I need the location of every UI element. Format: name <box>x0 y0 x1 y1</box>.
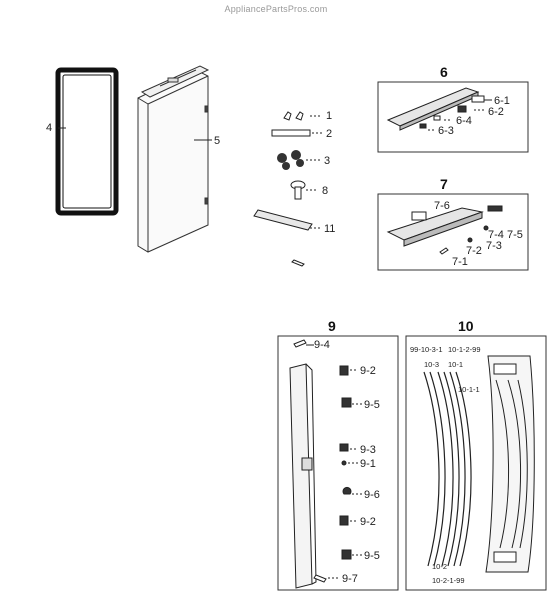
label-10-2-1-99: 10-2-1-99 <box>432 576 465 585</box>
part-3-caps <box>277 150 304 170</box>
label-7-6: 7-6 <box>434 200 450 212</box>
box-7-frame <box>377 193 529 271</box>
label-9-1: 9-1 <box>360 458 376 470</box>
label-9-2-top: 9-2 <box>360 365 376 377</box>
label-9-3: 9-3 <box>360 444 376 456</box>
part-11-bar <box>253 209 313 231</box>
watermark: AppliancePartsPros.com <box>224 4 328 14</box>
box-9-small-parts <box>313 365 352 583</box>
label-10-1: 10-1 <box>448 360 464 369</box>
label-7-4: 7-4 <box>488 229 504 241</box>
label-7-1: 7-1 <box>452 256 468 268</box>
box-6-title: 6 <box>440 64 448 80</box>
box-9-frame <box>277 335 399 591</box>
label-6-4: 6-4 <box>456 115 472 127</box>
door-gasket <box>55 67 119 216</box>
box-9-rail <box>289 363 317 589</box>
label-9-6: 9-6 <box>364 489 380 501</box>
label-10-1-1: 10-1-1 <box>458 385 480 394</box>
label-6-2: 6-2 <box>488 106 504 118</box>
part-1-clips <box>283 111 304 121</box>
label-10-3: 10-3 <box>424 360 440 369</box>
label-7-5: 7-5 <box>507 229 523 241</box>
label-9-5-bottom: 9-5 <box>364 550 380 562</box>
box-6-part <box>386 87 485 131</box>
callout-1: 1 <box>326 110 333 122</box>
callout-8: 8 <box>322 185 329 197</box>
callout-11: 11 <box>324 223 336 235</box>
label-10-1-2-99: 10-1-2-99 <box>448 345 481 354</box>
part-8-screw <box>290 180 306 200</box>
callout-4: 4 <box>46 122 53 134</box>
part-9-4 <box>293 339 307 348</box>
box-9-title: 9 <box>328 318 336 334</box>
label-10-2: 10-2 <box>432 562 448 571</box>
label-6-1: 6-1 <box>494 95 510 107</box>
box-10-frame <box>405 335 547 591</box>
callout-2: 2 <box>326 128 333 140</box>
small-pin <box>291 259 305 267</box>
box-7-title: 7 <box>440 176 448 192</box>
box-7-part <box>386 205 503 255</box>
label-9-7: 9-7 <box>342 573 358 585</box>
label-9-4: 9-4 <box>314 339 330 351</box>
label-99-10-3-1: 99-10-3-1 <box>410 345 443 354</box>
label-9-5-top: 9-5 <box>364 399 380 411</box>
box-10-assembly <box>485 355 535 573</box>
label-7-3: 7-3 <box>486 240 502 252</box>
label-9-2-bottom: 9-2 <box>360 516 376 528</box>
part-2-strip <box>271 129 311 137</box>
callout-5: 5 <box>214 135 221 147</box>
door-panel <box>137 65 210 253</box>
box-10-title: 10 <box>458 318 474 334</box>
box-10-inner <box>495 379 528 549</box>
label-7-2: 7-2 <box>466 245 482 257</box>
label-6-3: 6-3 <box>438 125 454 137</box>
box-10-gaskets <box>423 371 472 567</box>
box-6-frame <box>377 81 529 153</box>
callout-3: 3 <box>324 155 331 167</box>
